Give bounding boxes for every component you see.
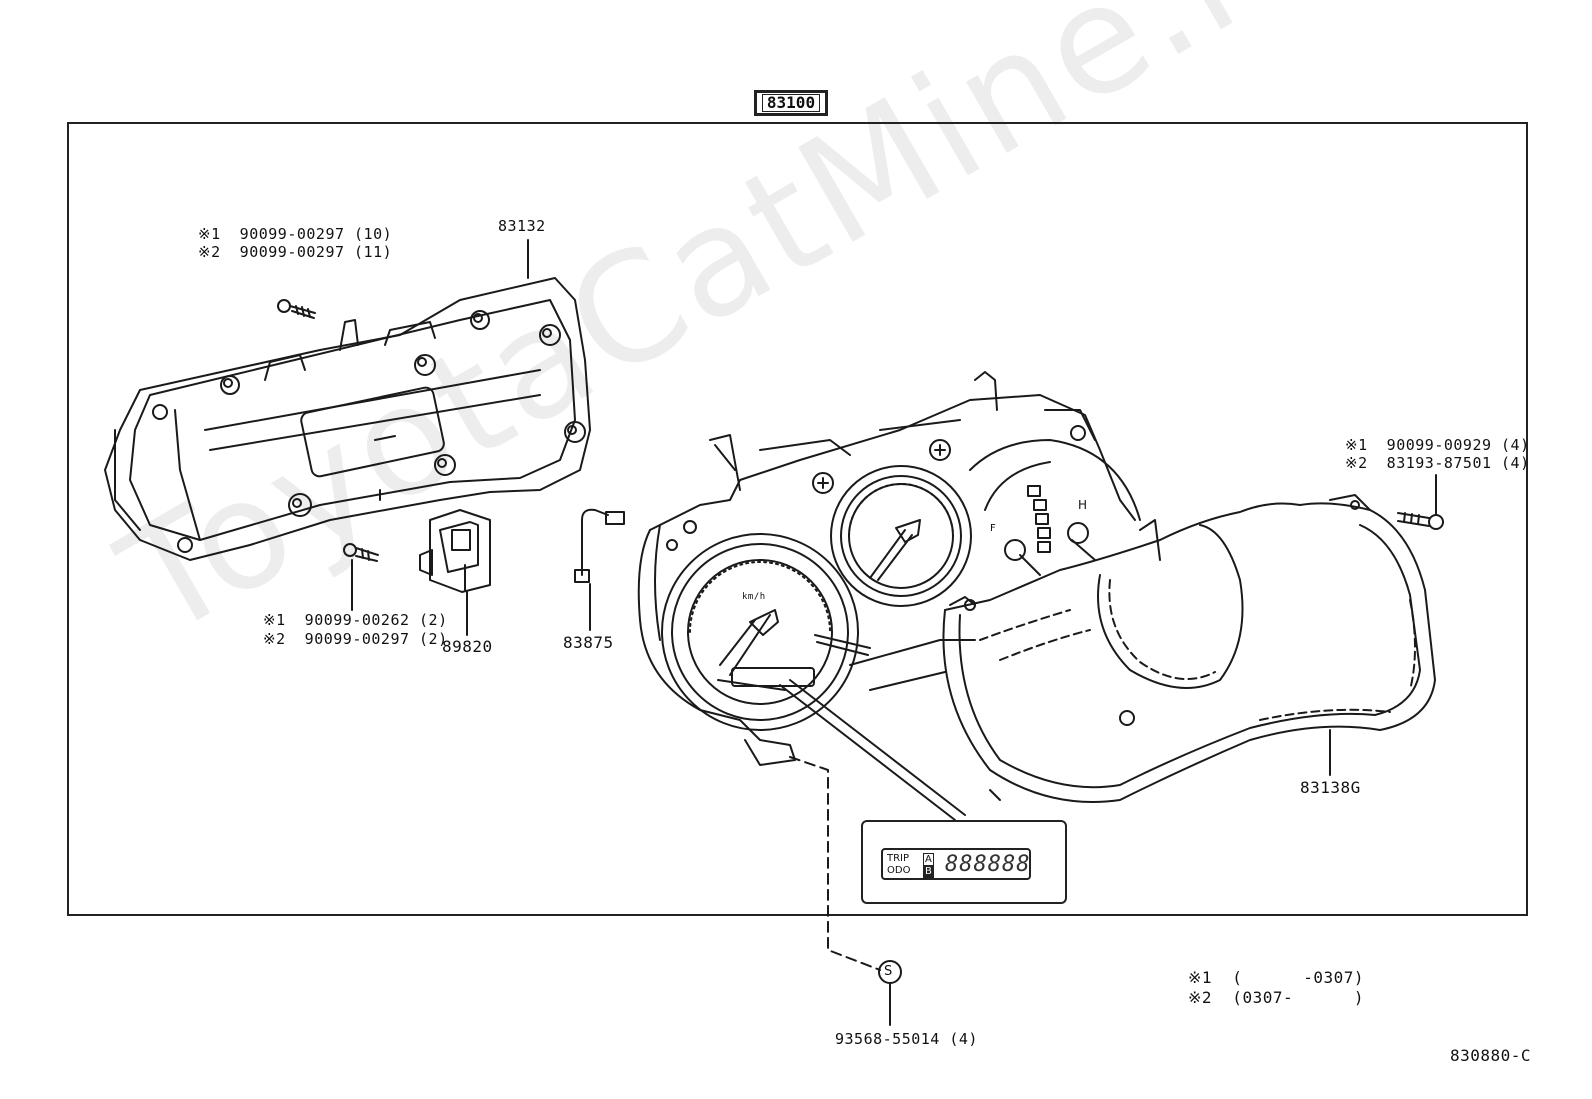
screw-top-part[interactable] [277,299,316,319]
diagram-id: 830880-C [1450,1046,1532,1065]
odometer-display: TRIP ODO A B 888888 [881,848,1031,880]
glass-cover-part[interactable] [942,494,1436,803]
fuel-f-marker: F [990,523,997,534]
odo-trip-label: TRIP [887,853,910,864]
odo-digits: 888888 [945,852,1031,877]
label-screw-top-2[interactable]: ※2 90099-00297 (11) [198,243,393,261]
label-screw-top-1[interactable]: ※1 90099-00297 (10) [198,225,393,243]
housing-back-part[interactable] [104,277,591,561]
speedo-unit: km/h [742,592,766,602]
label-screw-lower-2[interactable]: ※2 90099-00297 (2) [263,630,448,648]
assembly-frame [67,122,1528,916]
cluster-main-part[interactable] [637,371,1141,766]
leader-bulb [789,756,881,971]
wire-part[interactable] [574,508,625,583]
legend-line-1: ※1 ( -0307) [1188,968,1365,987]
leader-odometer [779,679,966,821]
odo-b-label: B [923,865,934,878]
legend-line-2: ※2 (0307- ) [1188,988,1365,1007]
odometer-detail: TRIP ODO A B 888888 [861,820,1067,904]
label-screw-lower-1[interactable]: ※1 90099-00262 (2) [263,611,448,629]
label-83138G[interactable]: 83138G [1300,778,1361,797]
label-83875[interactable]: 83875 [563,633,614,652]
temp-h-marker: H [1078,498,1088,512]
label-83132[interactable]: 83132 [498,217,546,235]
switch-part[interactable] [419,509,491,593]
label-89820[interactable]: 89820 [442,637,493,656]
bulb-symbol: S [884,964,893,979]
screw-lower-part[interactable] [343,543,379,611]
assembly-part-number[interactable]: 83100 [754,90,828,116]
label-screw-right-2[interactable]: ※2 83193-87501 (4) [1345,454,1530,472]
label-screw-right-1[interactable]: ※1 90099-00929 (4) [1345,436,1530,454]
label-bulb[interactable]: 93568-55014 (4) [835,1030,978,1048]
odo-odo-label: ODO [887,865,911,876]
